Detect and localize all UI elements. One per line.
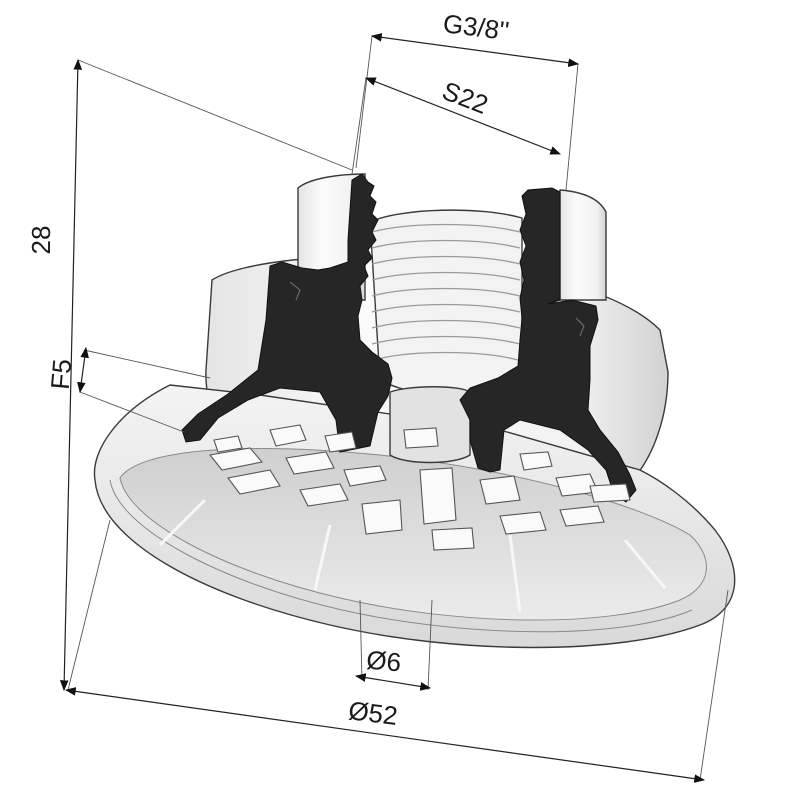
cup-inner-floor: [119, 448, 707, 621]
wrench-size-label: S22: [438, 75, 492, 120]
suction-cup-body: [93, 173, 736, 649]
thread-label: G3/8'': [441, 8, 510, 46]
small-bore: [389, 386, 471, 464]
bore-label: Ø6: [365, 645, 402, 678]
bore-dimension: Ø6: [354, 599, 433, 691]
flange-label: F5: [45, 358, 78, 391]
section-cut-right: [459, 187, 637, 503]
thread-ridges: [371, 223, 521, 361]
cup-diameter-label: Ø52: [347, 695, 399, 731]
height-dimension: 28: [26, 58, 353, 692]
wrench-size-dimension: S22: [351, 75, 562, 175]
section-cut-left: [181, 173, 393, 453]
flange-dimension: F5: [45, 346, 211, 433]
cup-diameter-dimension: Ø52: [64, 589, 729, 783]
floor-grooves: [158, 498, 667, 613]
threaded-bore: [369, 209, 523, 397]
height-label: 28: [26, 226, 56, 255]
support-studs: [208, 424, 631, 551]
